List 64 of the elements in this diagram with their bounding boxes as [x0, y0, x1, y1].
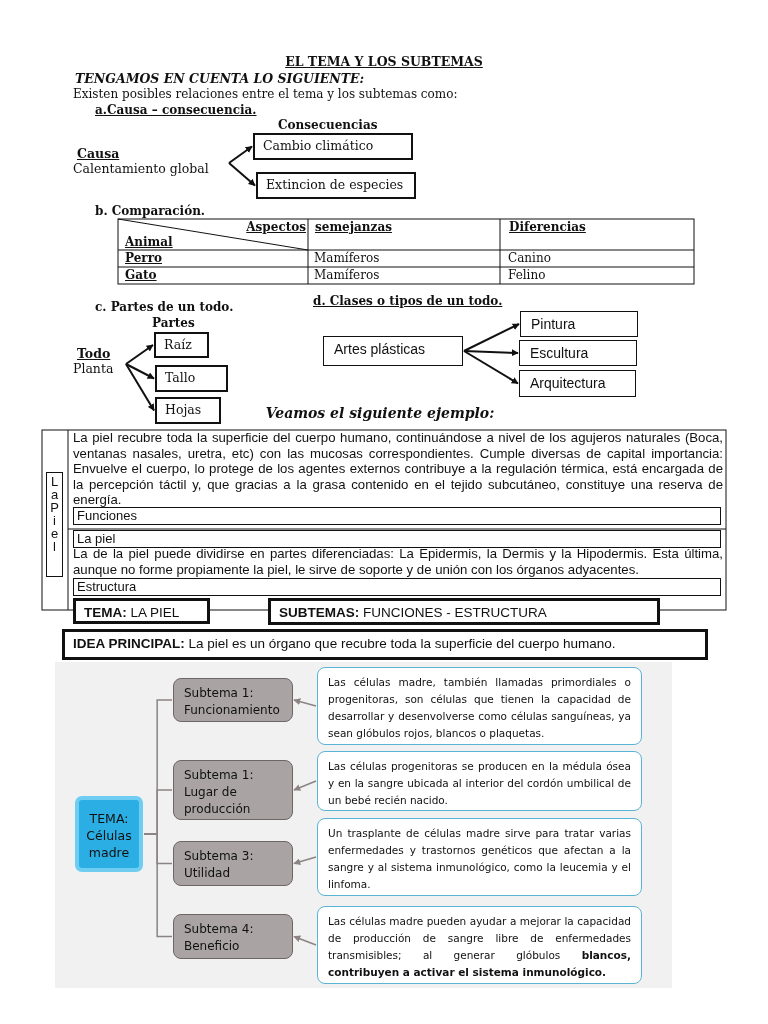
arrow	[228, 162, 256, 187]
table-header: semejanzas	[315, 220, 393, 234]
process-box: Raíz	[154, 332, 209, 358]
table-cell-text: Canino	[508, 251, 552, 265]
text-box: IDEA PRINCIPAL: La piel es un órgano que recubre toda la superficie del cuerpo humano.	[62, 629, 708, 660]
example-heading: Veamos el siguiente ejemplo:	[264, 405, 496, 421]
text-card: Las células madre pueden ayudar a mejorar la capacidad de producción de sangre libre de enfermedades transmisibles; al generar glóbulos blancos, contribuyen a activar el sistema inmunológico.	[317, 906, 642, 984]
table-cell-text: Perro	[125, 251, 163, 265]
arrow	[228, 145, 253, 164]
arrow	[293, 935, 317, 946]
topic-box: TEMA: Células madre	[75, 796, 143, 872]
connector-line	[143, 833, 173, 938]
arrow	[463, 350, 519, 385]
text-card: Las células madre, también llamadas primordiales o progenitoras, son células que tienen la capacidad de desarrollar y desenvolverse como células sanguíneas, ya sean glóbulos rojos, blancos o plaquetas.	[317, 667, 642, 745]
title: EL TEMA Y LOS SUBTEMAS	[284, 54, 484, 69]
subtopic-box: Subtema 3: Utilidad	[173, 841, 293, 886]
arrow	[125, 363, 155, 412]
process-box: Extincion de especies	[256, 172, 416, 199]
process-box: Hojas	[155, 397, 221, 424]
heading-text: Causa	[77, 146, 121, 161]
arrow	[463, 349, 519, 357]
subtopic-box: Subtema 1: Funcionamiento	[173, 678, 293, 722]
arrow	[463, 323, 520, 352]
process-box: Pintura	[520, 311, 638, 337]
arrow	[293, 856, 317, 866]
table-cell-text: Mamíferos	[314, 268, 381, 282]
process-box: Arquitectura	[519, 370, 636, 397]
arrow	[125, 344, 154, 365]
column-heading: Consecuencias	[278, 118, 379, 132]
table-header: Animal	[125, 235, 174, 249]
text-box: Funciones	[73, 507, 721, 525]
text-card: Las células progenitoras se producen en la médula ósea y en la sangre ubicada al interior del cordón umbilical de un bebé recién nacido.	[317, 751, 642, 811]
section-heading: d. Clases o tipos de un todo.	[313, 294, 504, 308]
table-cell-text: Mamíferos	[314, 251, 381, 265]
subtopic-box: Subtema 1: Lugar de producción	[173, 760, 293, 820]
section-heading: b. Comparación.	[95, 204, 207, 218]
intro-text: Existen posibles relaciones entre el tema y los subtemas como:	[73, 87, 459, 101]
process-box: Escultura	[519, 340, 637, 366]
text-box: Estructura	[73, 578, 721, 596]
vertical-label-box: La Piel	[46, 472, 63, 577]
table-cell-text: Felino	[508, 268, 547, 282]
text-box: TEMA: LA PIEL	[73, 598, 210, 624]
process-box: Tallo	[155, 365, 228, 392]
paragraph: La piel recubre toda la superficie del cuerpo humano, continuándose a nivel de los agujeros naturales (Boca, ventanas nasales, uretra, etc) con las mucosas correspondientes. Cumple diversas de capital importancia: Envuelve el cuerpo, lo protege de los agentes externos contribuye a la regulación térmica, está encargada de la percepción táctil y, que gracias a la grasa contenido en el tejido subcutáneo, constituye una reserva de energía.	[73, 430, 723, 508]
body-text: Planta	[73, 361, 115, 376]
arrow	[293, 698, 317, 707]
text-box: La piel	[73, 530, 721, 548]
arrow	[125, 363, 155, 380]
process-box: Cambio climático	[253, 133, 413, 160]
column-heading: Partes	[152, 316, 196, 330]
paragraph: La de la piel puede dividirse en partes diferenciadas: La Epidermis, la Dermis y la Hipodermis. Esta última, aunque no forme propiamente la piel, le sirve de soporte y de unión con los órganos adyacentes.	[73, 546, 723, 577]
text-card: Un trasplante de células madre sirve para tratar varias enfermedades y trastornos genéticos que afectan a la sangre y al sistema inmunológico, como la leucemia y el linfoma.	[317, 818, 642, 896]
table-header: Diferencias	[509, 220, 587, 234]
section-heading: a.Causa – consecuencia.	[95, 103, 258, 117]
process-box: Artes plásticas	[323, 336, 463, 366]
arrow	[293, 780, 317, 791]
body-text: Calentamiento global	[73, 161, 210, 176]
subtopic-box: Subtema 4: Beneficio	[173, 914, 293, 959]
table-header: Aspectos	[245, 220, 306, 234]
section-heading: c. Partes de un todo.	[95, 300, 235, 314]
text-box: SUBTEMAS: FUNCIONES - ESTRUCTURA	[268, 598, 660, 625]
table-cell-text: Gato	[125, 268, 158, 282]
heading-text: Todo	[77, 346, 112, 361]
subheading: TENGAMOS EN CUENTA LO SIGUIENTE:	[75, 71, 366, 86]
